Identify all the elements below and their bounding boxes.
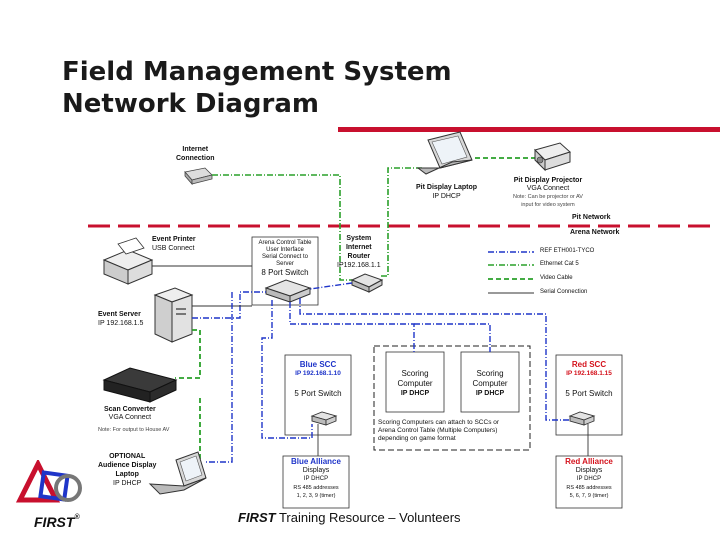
eight-port-switch-icon: [264, 279, 312, 303]
event-server-icon: [153, 287, 194, 343]
first-logo: FIRST®: [8, 458, 98, 534]
footer: FIRST Training Resource – Volunteers: [238, 510, 461, 525]
arena-network-label: Arena Network: [570, 229, 620, 236]
title-line-2: Network Diagram: [62, 89, 319, 119]
switch-scoring2-link: [414, 323, 491, 352]
scoring-area-box: [373, 345, 531, 451]
printer-icon: [102, 237, 154, 285]
router-switch-link: [309, 282, 353, 290]
eight-port-switch-label: 8 Port Switch: [261, 268, 309, 277]
pit-laptop-icon: [416, 131, 473, 175]
pit-network-label: Pit Network: [572, 214, 611, 221]
server-scan-link: [175, 329, 201, 379]
page-title: Field Management System Network Diagram: [62, 56, 532, 120]
title-rule: [338, 127, 720, 132]
scan-converter-note: Note: For output to House AV: [98, 427, 170, 433]
red-scc-box: [555, 354, 623, 436]
red-five-port-switch-icon: [568, 411, 596, 426]
blue-five-port-switch-icon: [310, 411, 338, 426]
switch-scoring-link: [289, 302, 415, 352]
blue-alliance-box: [282, 455, 350, 509]
red-scc-label: Red SCC IP 192.168.1.15 5 Port Switch: [565, 360, 613, 398]
switch-blue-scc-link: [261, 300, 313, 439]
red-alliance-box: [555, 455, 623, 509]
internet-modem-icon: [184, 167, 213, 186]
pit-laptop-router-link: [380, 167, 422, 277]
audience-laptop-icon: [148, 451, 207, 495]
legend-ref-label: REF ETH001-TYCO: [540, 248, 595, 254]
red-alliance-label: Red Alliance Displays IP DHCP RS 485 add…: [565, 457, 613, 499]
footer-text: Training Resource – Volunteers: [275, 510, 461, 525]
legend-video-label: Video Cable: [540, 275, 573, 281]
scan-converter-icon: [102, 367, 178, 403]
server-left-link: [206, 292, 233, 463]
internet-router-link: [212, 174, 352, 281]
scoring-note: Scoring Computers can attach to SCCs or …: [378, 419, 500, 442]
blue-scc-label: Blue SCC IP 192.168.1.10 5 Port Switch: [294, 360, 342, 398]
router-label: System Internet Router IP192.168.1.1: [337, 235, 381, 269]
first-logo-icon: [15, 458, 82, 503]
router-icon: [350, 273, 384, 293]
scan-converter-label: Scan Converter VGA Connect: [104, 406, 156, 421]
first-logo-text: FIRST®: [34, 514, 80, 530]
title-line-1: Field Management System: [62, 57, 452, 87]
audience-laptop-label: OPTIONAL Audience Display Laptop IP DHCP: [98, 453, 157, 487]
switch-red-scc-link: [299, 298, 570, 421]
blue-alliance-label: Blue Alliance Displays IP DHCP RS 485 ad…: [291, 457, 341, 499]
legend-ethernet-label: Ethernet Cat 5: [540, 261, 579, 267]
scoring-computer-1-box: [385, 351, 445, 413]
server-switch-link: [192, 291, 266, 319]
legend-serial-label: Serial Connection: [540, 289, 588, 295]
arena-control-table-box: [251, 236, 319, 306]
projector-icon: [534, 142, 571, 172]
arena-table-label: Arena Control Table User Interface Seria…: [253, 240, 317, 278]
footer-first: FIRST: [238, 510, 276, 525]
pit-projector-label: Pit Display Projector VGA Connect Note: …: [513, 177, 583, 208]
